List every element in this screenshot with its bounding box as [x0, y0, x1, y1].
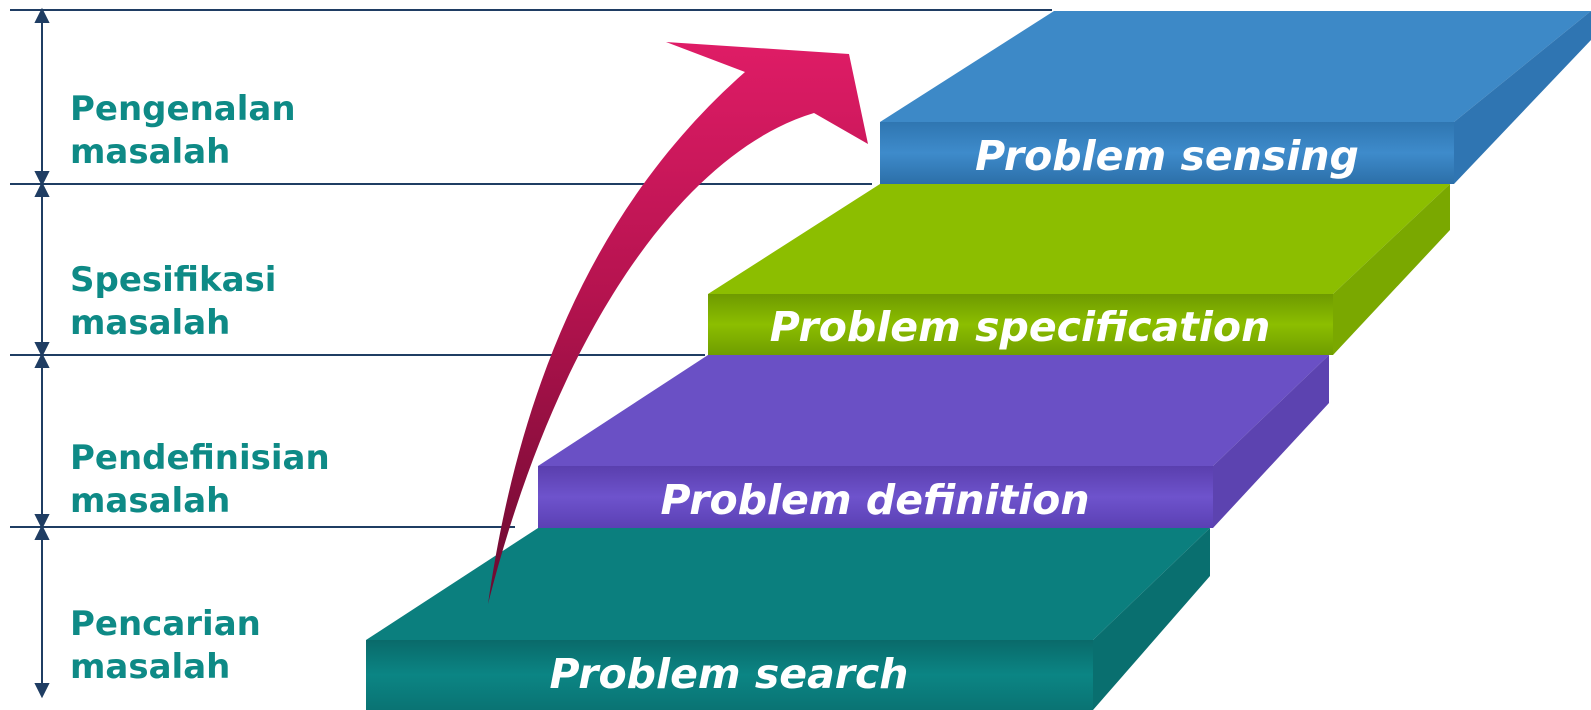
- step-problem-search: Problem search: [366, 528, 1210, 710]
- phase-label-line2: masalah: [70, 481, 231, 521]
- phase-label-specification: Spesifikasi masalah: [70, 259, 276, 345]
- phase-label-line1: Pencarian: [70, 604, 261, 644]
- step-side-face: [1093, 528, 1210, 710]
- progress-arrow: [488, 42, 868, 604]
- span-arrow-specification: [34, 181, 50, 358]
- span-arrow-sensing: [34, 7, 50, 187]
- phase-span-arrows: [34, 7, 50, 699]
- step-side-face: [1213, 355, 1329, 528]
- step-front-face: [366, 640, 1093, 710]
- phase-label-line2: masalah: [70, 132, 231, 172]
- phase-label-line1: Pendefinisian: [70, 438, 330, 478]
- phase-label-definition: Pendefinisian masalah: [70, 437, 330, 523]
- step-side-face: [1454, 11, 1591, 184]
- step-label: Problem search: [550, 650, 909, 698]
- phase-label-line1: Pengenalan: [70, 89, 296, 129]
- step-problem-specification: Problem specification: [708, 184, 1450, 355]
- guide-lines: [10, 9, 1052, 528]
- step-front-face: [708, 294, 1333, 355]
- step-top-face: [880, 11, 1591, 122]
- step-top-face: [538, 355, 1329, 466]
- phase-label-line2: masalah: [70, 647, 231, 687]
- step-front-face: [880, 122, 1454, 184]
- span-arrow-definition: [34, 352, 50, 530]
- step-label: Problem specification: [770, 303, 1271, 351]
- phase-label-line2: masalah: [70, 303, 231, 343]
- step-front-face: [538, 466, 1213, 528]
- span-arrow-search: [34, 524, 50, 699]
- phase-label-sensing: Pengenalan masalah: [70, 88, 296, 174]
- step-top-face: [708, 184, 1450, 294]
- step-problem-definition: Problem definition: [538, 355, 1329, 528]
- step-label: Problem definition: [660, 476, 1089, 524]
- phase-label-line1: Spesifikasi: [70, 260, 277, 300]
- step-label: Problem sensing: [975, 132, 1359, 180]
- step-problem-sensing: Problem sensing: [880, 11, 1591, 184]
- step-side-face: [1333, 184, 1450, 355]
- phase-label-search: Pencarian masalah: [70, 603, 261, 689]
- step-top-face: [366, 528, 1210, 640]
